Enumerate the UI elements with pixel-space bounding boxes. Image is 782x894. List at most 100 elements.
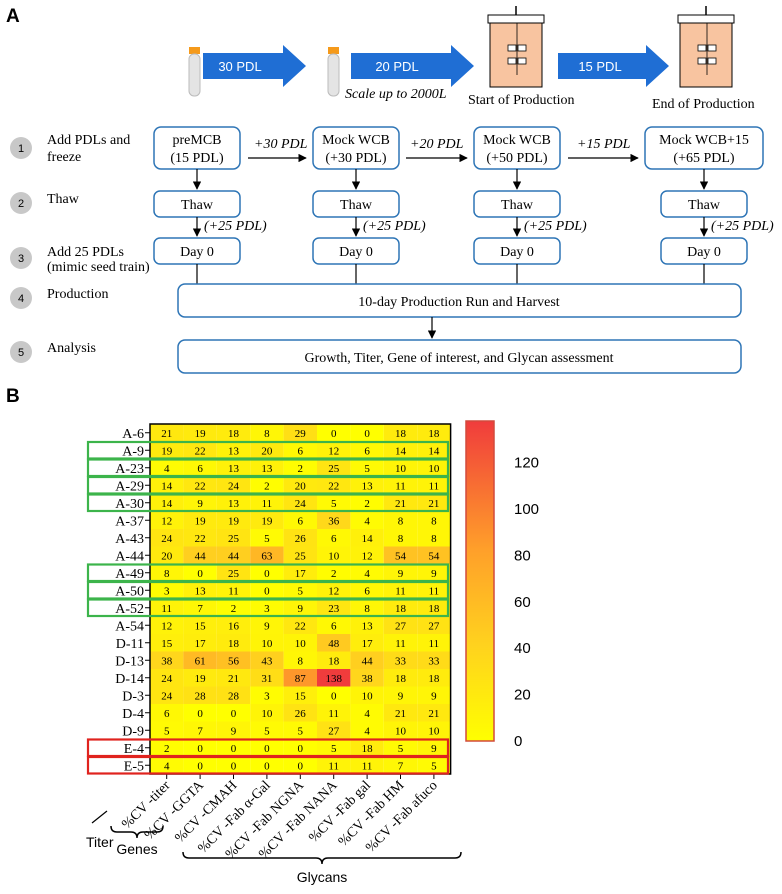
heatmap-cell-value: 44 xyxy=(228,550,240,562)
heatmap-cell-value: 3 xyxy=(164,585,170,597)
heatmap-cell-value: 2 xyxy=(164,743,170,755)
genes-group: Genes xyxy=(110,825,164,857)
colorbar-gradient xyxy=(465,420,495,742)
heatmap-cell xyxy=(317,739,351,757)
heatmap-cell-value: 13 xyxy=(228,445,240,457)
heatmap-cell xyxy=(150,459,184,477)
heatmap-cell xyxy=(383,546,418,564)
heatmap-cell xyxy=(283,581,317,599)
freeze-box-3: Mock WCB (+50 PDL) xyxy=(473,126,561,170)
heatmap-cell-value: 10 xyxy=(428,463,440,475)
heatmap-cell xyxy=(283,704,317,722)
heatmap-cell xyxy=(183,494,217,512)
heatmap-cell xyxy=(216,424,251,442)
heatmap-cell-value: 11 xyxy=(161,603,172,615)
heatmap-cell xyxy=(216,459,251,477)
heatmap-cell-value: 11 xyxy=(328,760,339,772)
heatmap-cell xyxy=(417,704,451,722)
heatmap-cell xyxy=(417,756,451,774)
heatmap-cell-value: 0 xyxy=(298,760,304,772)
heatmap-cell-value: 24 xyxy=(228,480,240,492)
svg-text:30 PDL: 30 PDL xyxy=(218,59,261,74)
heatmap-cell xyxy=(250,599,284,617)
heatmap-cell xyxy=(317,564,351,582)
heatmap-cell xyxy=(283,564,317,582)
heatmap-cell xyxy=(350,599,384,617)
svg-text:+20 PDL: +20 PDL xyxy=(410,137,464,152)
heatmap-cell-value: 8 xyxy=(431,533,437,545)
heatmap-cell-value: 25 xyxy=(295,550,307,562)
step-2: 2 Thaw xyxy=(10,192,80,214)
heatmap-cell xyxy=(183,546,217,564)
heatmap-cell-value: 13 xyxy=(228,498,240,510)
heatmap-cell xyxy=(250,669,284,687)
heatmap-cell-value: 4 xyxy=(364,725,370,737)
heatmap-cell-value: 12 xyxy=(161,620,172,632)
svg-text:Add PDLs and: Add PDLs and xyxy=(47,133,130,148)
svg-text:5: 5 xyxy=(18,347,24,359)
heatmap-cell xyxy=(183,686,217,704)
svg-text:15 PDL: 15 PDL xyxy=(578,59,621,74)
heatmap-cell-value: 6 xyxy=(331,533,337,545)
svg-text:Mock WCB: Mock WCB xyxy=(322,133,390,148)
heatmap-cell xyxy=(383,459,418,477)
heatmap-row-label: A-52 xyxy=(115,602,144,617)
heatmap-cell-value: 22 xyxy=(295,620,306,632)
heatmap-cell xyxy=(183,564,217,582)
heatmap-row-label: E-4 xyxy=(124,742,144,757)
heatmap-cell xyxy=(183,424,217,442)
heatmap-cell xyxy=(417,651,451,669)
heatmap-cell xyxy=(417,564,451,582)
heatmap-cell xyxy=(350,634,384,652)
heatmap-cell xyxy=(317,581,351,599)
heatmap-row-label: A-54 xyxy=(115,619,144,634)
heatmap-cell xyxy=(283,459,317,477)
heatmap-cell-value: 5 xyxy=(364,463,370,475)
heatmap-cell xyxy=(150,564,184,582)
heatmap-cell-value: 21 xyxy=(428,498,439,510)
heatmap-cell-value: 14 xyxy=(428,445,440,457)
heatmap-cell xyxy=(216,441,251,459)
heatmap-row-label: A-44 xyxy=(115,549,144,564)
heatmap-cell-value: 0 xyxy=(264,568,270,580)
heatmap-cell-value: 13 xyxy=(195,585,207,597)
heatmap-cell-value: 18 xyxy=(395,603,407,615)
column-2: Thaw (+25 PDL) Day 0 xyxy=(312,169,426,284)
heatmap-cell xyxy=(183,739,217,757)
svg-text:Add 25 PDLs: Add 25 PDLs xyxy=(47,245,124,260)
column-4: Thaw (+25 PDL) Day 0 xyxy=(660,169,774,284)
heatmap-cell xyxy=(417,529,451,547)
heatmap-cell-value: 0 xyxy=(331,690,337,702)
heatmap-cell-value: 20 xyxy=(261,445,273,457)
heatmap-cell-value: 22 xyxy=(195,533,206,545)
heatmap-cell xyxy=(417,459,451,477)
row-highlight-E-5 xyxy=(86,755,450,775)
heatmap-cell xyxy=(250,616,284,634)
heatmap-cell xyxy=(350,441,384,459)
heatmap-cell-value: 26 xyxy=(295,533,307,545)
arrow-plus-30: +30 PDL xyxy=(248,137,308,163)
heatmap-cell xyxy=(383,599,418,617)
heatmap-cell-value: 7 xyxy=(197,603,203,615)
heatmap-cell-value: 43 xyxy=(261,655,273,667)
heatmap-cell xyxy=(250,651,284,669)
heatmap-cell-value: 10 xyxy=(295,638,307,650)
heatmap-row-label: D-4 xyxy=(122,707,144,722)
heatmap-cell-value: 21 xyxy=(428,708,439,720)
heatmap-cell xyxy=(383,756,418,774)
svg-text:Production: Production xyxy=(47,287,108,302)
heatmap-cell xyxy=(350,494,384,512)
svg-text:Mock WCB: Mock WCB xyxy=(483,133,551,148)
heatmap-cell xyxy=(250,494,284,512)
heatmap-row-label: A-29 xyxy=(115,479,144,494)
heatmap-cell-value: 24 xyxy=(161,533,173,545)
panel-a-label: A xyxy=(6,6,20,27)
heatmap-cell-value: 138 xyxy=(325,673,342,685)
heatmap-cell xyxy=(417,599,451,617)
heatmap-cell xyxy=(250,721,284,739)
svg-text:2: 2 xyxy=(18,198,24,210)
heatmap-cell-value: 33 xyxy=(395,655,407,667)
svg-text:(mimic seed train): (mimic seed train) xyxy=(47,260,150,275)
heatmap-cell-value: 8 xyxy=(164,568,170,580)
